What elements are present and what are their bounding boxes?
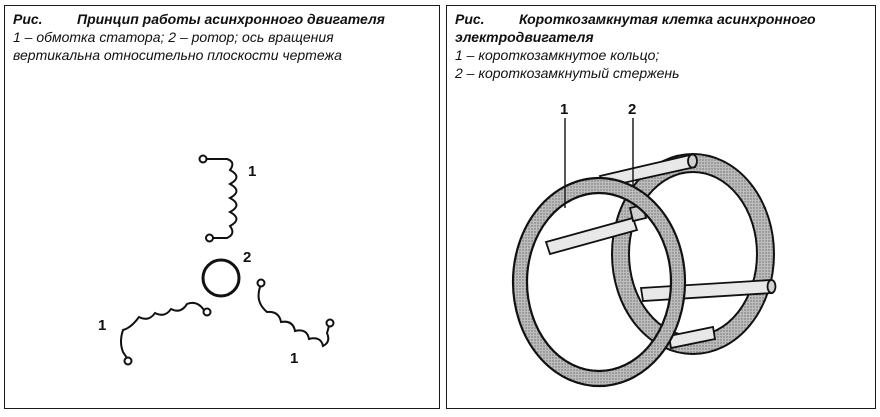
figure-squirrel-cage: Рис. Короткозамкнутая клетка асинхронного… xyxy=(446,5,876,409)
short-circuit-bar-bottom xyxy=(667,325,717,350)
stator-diagram: 1 2 1 1 xyxy=(98,154,335,367)
left-fig-label: Рис. xyxy=(13,11,43,27)
label-rotor: 2 xyxy=(243,249,251,266)
label-coil-left: 1 xyxy=(98,317,106,334)
rotor-circle xyxy=(201,258,241,298)
left-legend-line-1: 1 – обмотка статора; 2 – ротор; ось вращ… xyxy=(13,29,334,45)
stator-coil-top xyxy=(198,154,238,243)
squirrel-cage-diagram: 1 2 xyxy=(511,101,777,388)
short-circuit-ring-front xyxy=(511,176,687,388)
right-legend-line-2: 2 – короткозамкнутый стержень xyxy=(455,65,680,81)
label-bar: 2 xyxy=(628,101,636,118)
left-caption: Рис. Принцип работы асинхронного двигател… xyxy=(13,10,433,64)
right-legend-line-1: 1 – короткозамкнутое кольцо; xyxy=(455,47,660,63)
left-legend-line-2: вертикальна относительно плоскости черте… xyxy=(13,47,342,63)
right-title-line-1: Короткозамкнутая клетка асинхронного xyxy=(519,11,816,27)
short-circuit-bar-upper xyxy=(544,216,639,256)
label-coil-top: 1 xyxy=(248,163,256,180)
right-title-line-2: электродвигателя xyxy=(455,29,594,45)
right-caption: Рис. Короткозамкнутая клетка асинхронного… xyxy=(455,10,869,82)
left-title: Принцип работы асинхронного двигателя xyxy=(77,11,385,27)
label-ring: 1 xyxy=(560,101,568,118)
stator-coil-right xyxy=(256,278,335,348)
label-coil-right: 1 xyxy=(290,350,298,367)
figure-stator-principle: Рис. Принцип работы асинхронного двигател… xyxy=(4,5,440,409)
stator-coil-left xyxy=(120,301,212,366)
short-circuit-ring-back xyxy=(611,153,775,355)
right-fig-label: Рис. xyxy=(455,11,485,27)
short-circuit-bar-top xyxy=(598,153,698,189)
